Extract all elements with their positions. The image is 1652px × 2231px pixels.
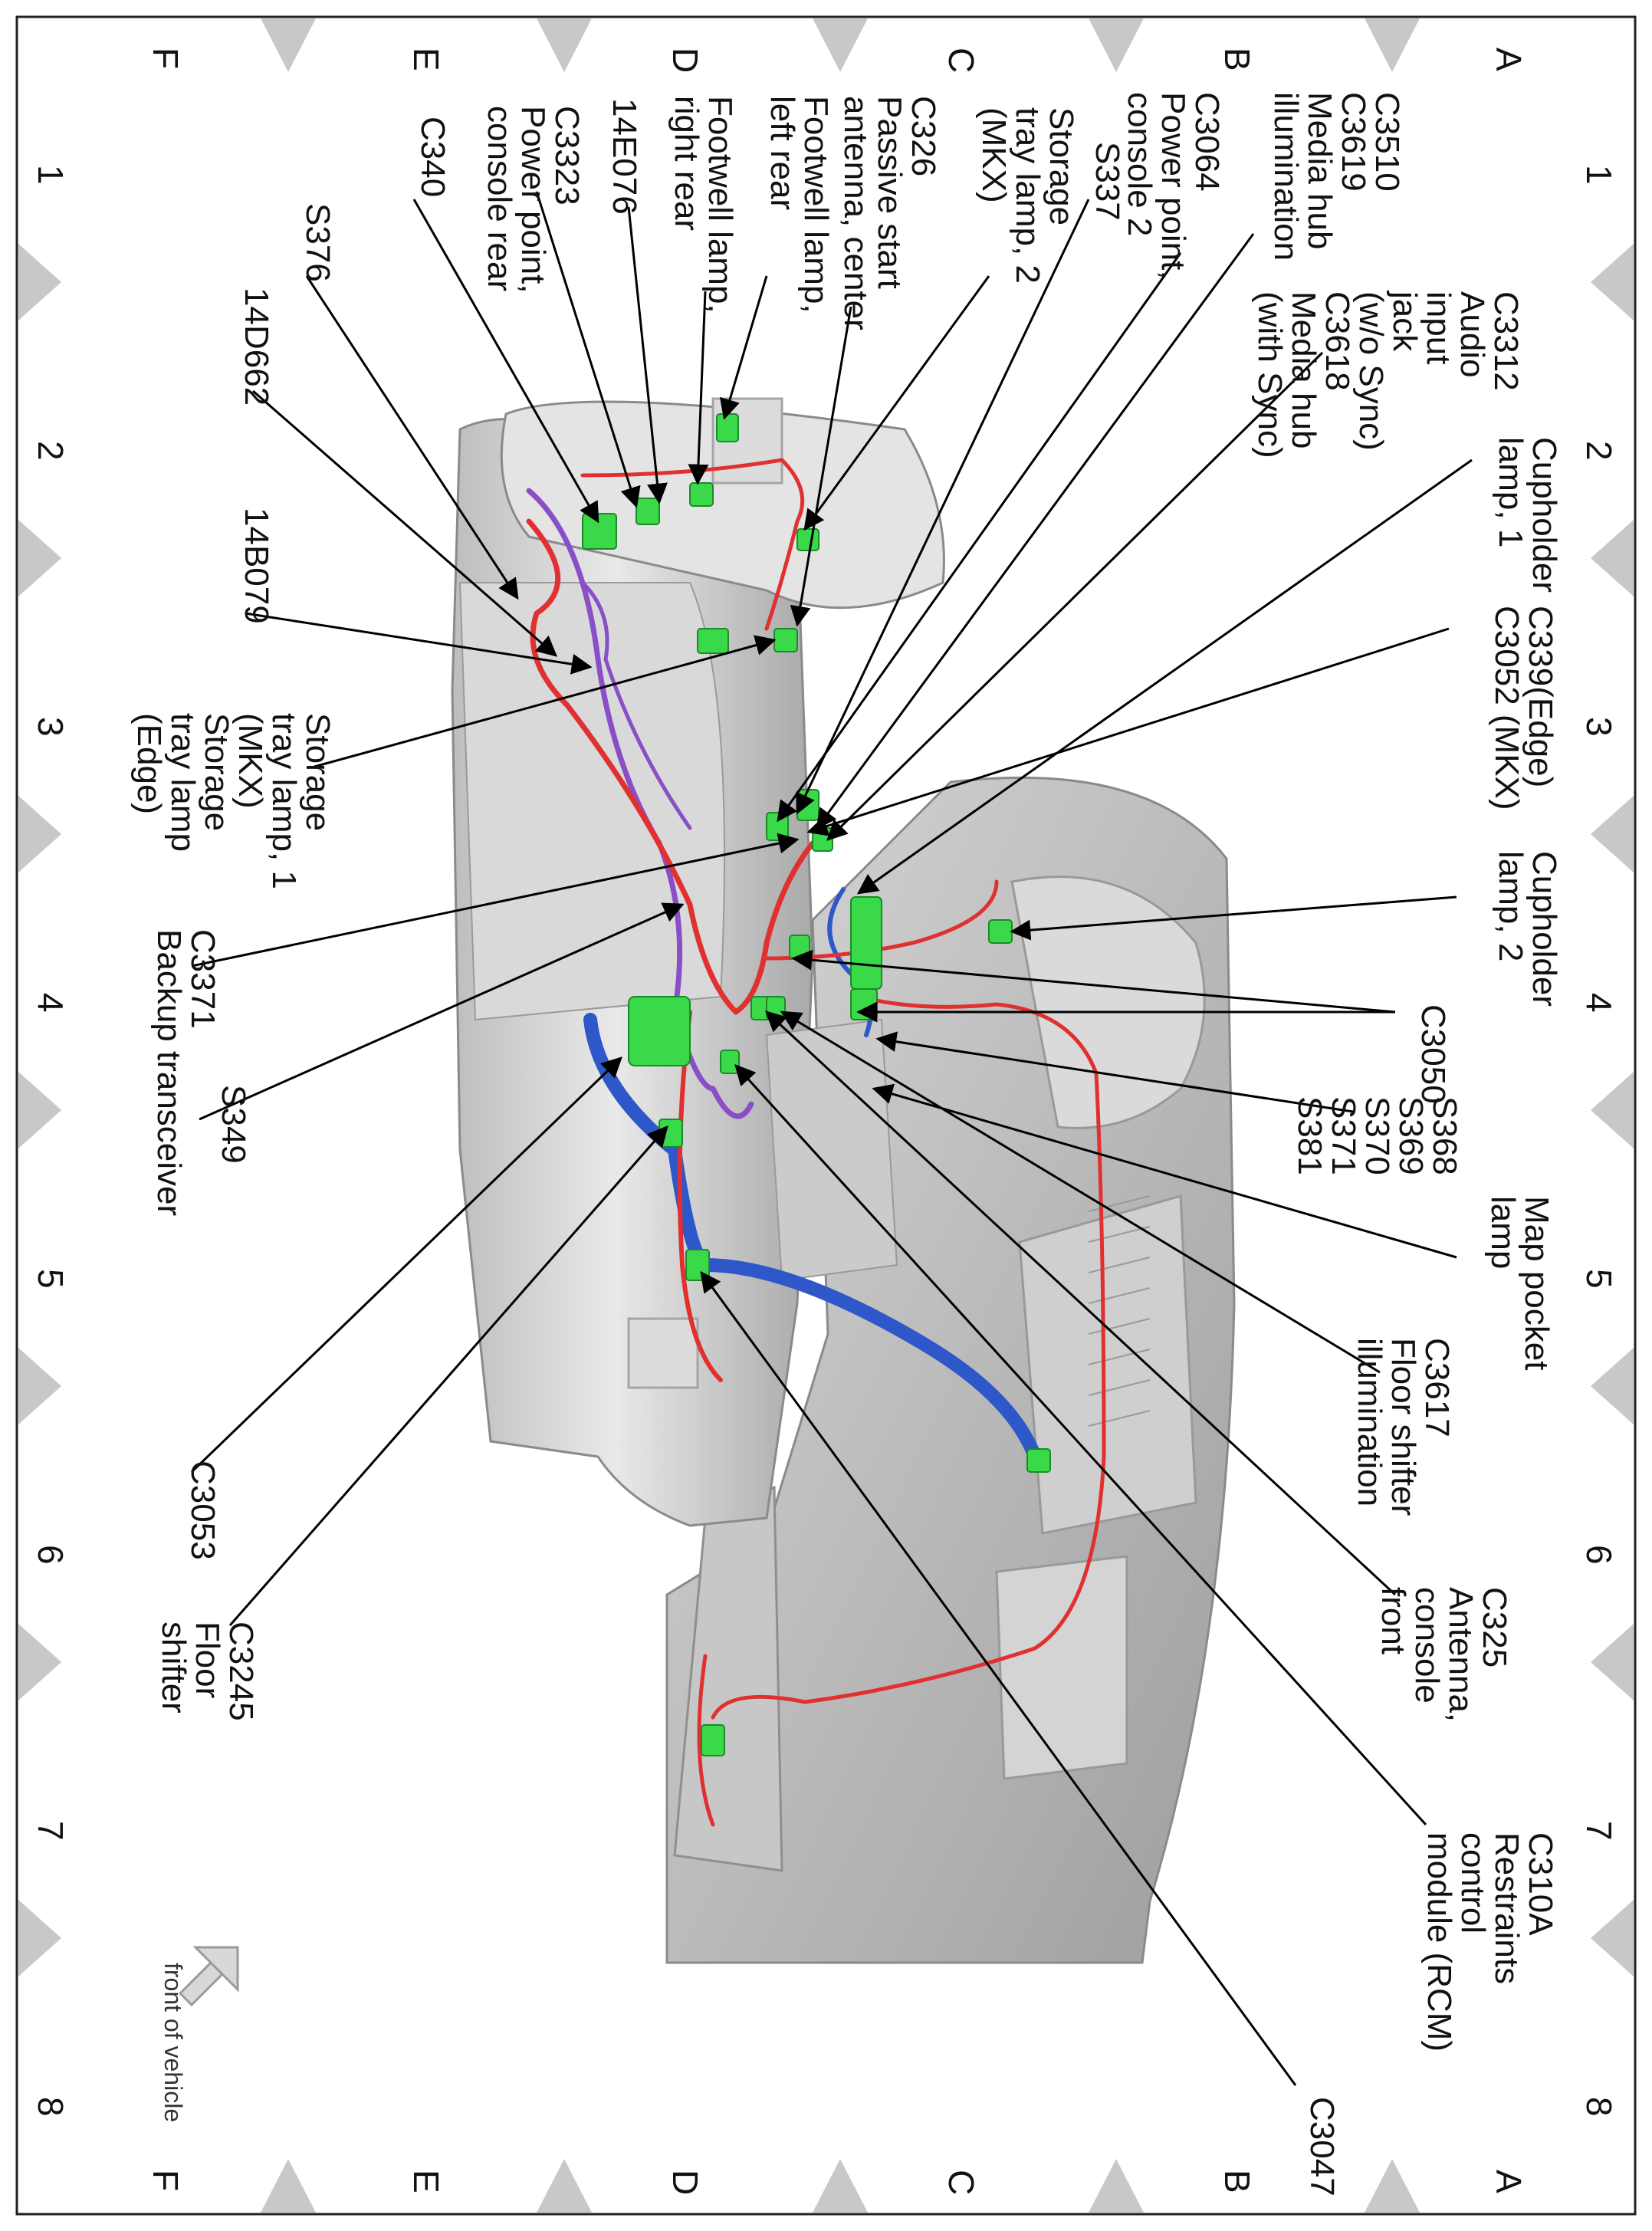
- grid-letter: C: [941, 2170, 981, 2195]
- grid-letter: B: [1217, 48, 1257, 71]
- grid-number: 4: [31, 993, 71, 1013]
- console-illustration: [451, 397, 1236, 1964]
- grid-number: 8: [1579, 2097, 1619, 2117]
- grid-numbers-right: 1 2 3 4 5 6 7 8: [1579, 165, 1619, 2117]
- label-14d662: 14D662: [238, 288, 275, 406]
- grid-number: 5: [1579, 1269, 1619, 1289]
- label-s349: S349: [215, 1085, 252, 1164]
- leader-lines: [190, 191, 1473, 2086]
- label-footwell-lamp-left-rear: Footwell lamp,left rear: [764, 96, 835, 314]
- grid-number: 1: [31, 165, 71, 185]
- grid-letter: E: [406, 48, 446, 71]
- grid-letter: A: [1489, 2170, 1529, 2193]
- label-c339: C339(Edge)C3052 (MKX): [1488, 606, 1559, 810]
- border-markers: [18, 18, 1634, 2213]
- grid-letters-bottom: A B C D E F: [146, 2170, 1529, 2195]
- front-of-vehicle-indicator: front of vehicle: [159, 1946, 239, 2122]
- label-c3245: C3245Floor shifter: [155, 1622, 260, 1721]
- label-c3064: C3064Power point, console 2: [1121, 92, 1226, 289]
- grid-letter: A: [1489, 48, 1529, 71]
- grid-number: 3: [1579, 717, 1619, 737]
- grid-letter: C: [941, 48, 981, 73]
- grid-number: 2: [1579, 441, 1619, 461]
- label-c3617: C3617Floor shifter illumination: [1351, 1338, 1456, 1526]
- grid-letter: D: [665, 48, 705, 73]
- label-s376: S376: [299, 203, 337, 282]
- label-14e076: 14E076: [606, 98, 643, 215]
- grid-number: 2: [31, 441, 71, 461]
- grid-number: 5: [31, 1269, 71, 1289]
- label-storage-tray-lamp-1: Storagetray lamp, 1 (MKX)Storage tray la…: [130, 713, 337, 899]
- grid-number: 6: [31, 1545, 71, 1565]
- grid-letters-top: A B C D E F: [146, 48, 1529, 73]
- grid-letter: E: [406, 2170, 446, 2193]
- label-c3047: C3047: [1303, 2097, 1341, 2196]
- grid-numbers-left: 1 2 3 4 5 6 7 8: [31, 165, 71, 2117]
- grid-letter: F: [146, 2170, 186, 2191]
- label-s337: S337: [1089, 142, 1126, 221]
- grid-letter: D: [665, 2170, 705, 2195]
- label-c340: C340: [414, 117, 452, 197]
- label-c3323: C3323Power point, console rear: [481, 106, 586, 303]
- callout-labels: C3510C3619 Media hubillumination C3312Au…: [130, 92, 1563, 2196]
- label-c310a: C310ARestraints controlmodule (RCM): [1420, 1832, 1559, 2052]
- grid-number: 6: [1579, 1545, 1619, 1565]
- label-c3312: C3312Audio inputjack (w/o Sync)C3618 Med…: [1251, 290, 1525, 458]
- label-c3510: C3510C3619 Media hubillumination: [1267, 92, 1406, 261]
- grid-number: 7: [31, 1821, 71, 1841]
- label-c3371: C3371Backup transceiver: [150, 929, 222, 1216]
- label-cupholder-lamp-2: Cupholderlamp, 2: [1492, 851, 1563, 1007]
- label-map-pocket-lamp: Map pocketlamp: [1484, 1196, 1555, 1370]
- label-c3050: C3050: [1414, 1004, 1452, 1104]
- grid-number: 7: [1579, 1821, 1619, 1841]
- grid-number: 3: [31, 717, 71, 737]
- label-storage-tray-lamp-2: Storagetray lamp, 2 (MKX): [975, 107, 1080, 293]
- grid-number: 8: [31, 2097, 71, 2117]
- label-14b079: 14B079: [238, 508, 275, 624]
- front-of-vehicle-caption: front of vehicle: [159, 1963, 187, 2122]
- label-cupholder-lamp-1: Cupholderlamp, 1: [1492, 437, 1563, 593]
- grid-letter: B: [1217, 2170, 1257, 2193]
- label-c326: C326Passive start antenna, center: [837, 96, 942, 330]
- wire-harness: [526, 458, 1106, 1827]
- label-c3053: C3053: [184, 1460, 222, 1560]
- diagram-frame: [15, 15, 1637, 2216]
- grid-number: 1: [1579, 165, 1619, 185]
- label-footwell-lamp-right-rear: Footwell lamp,right rear: [668, 96, 739, 314]
- label-c325: C325Antenna, consolefront: [1374, 1587, 1513, 1731]
- grid-letter: F: [146, 48, 186, 69]
- front-arrow-icon: [178, 1946, 239, 2007]
- label-s368: S368S369 S370S371 S381: [1291, 1096, 1463, 1184]
- grid-number: 4: [1579, 993, 1619, 1013]
